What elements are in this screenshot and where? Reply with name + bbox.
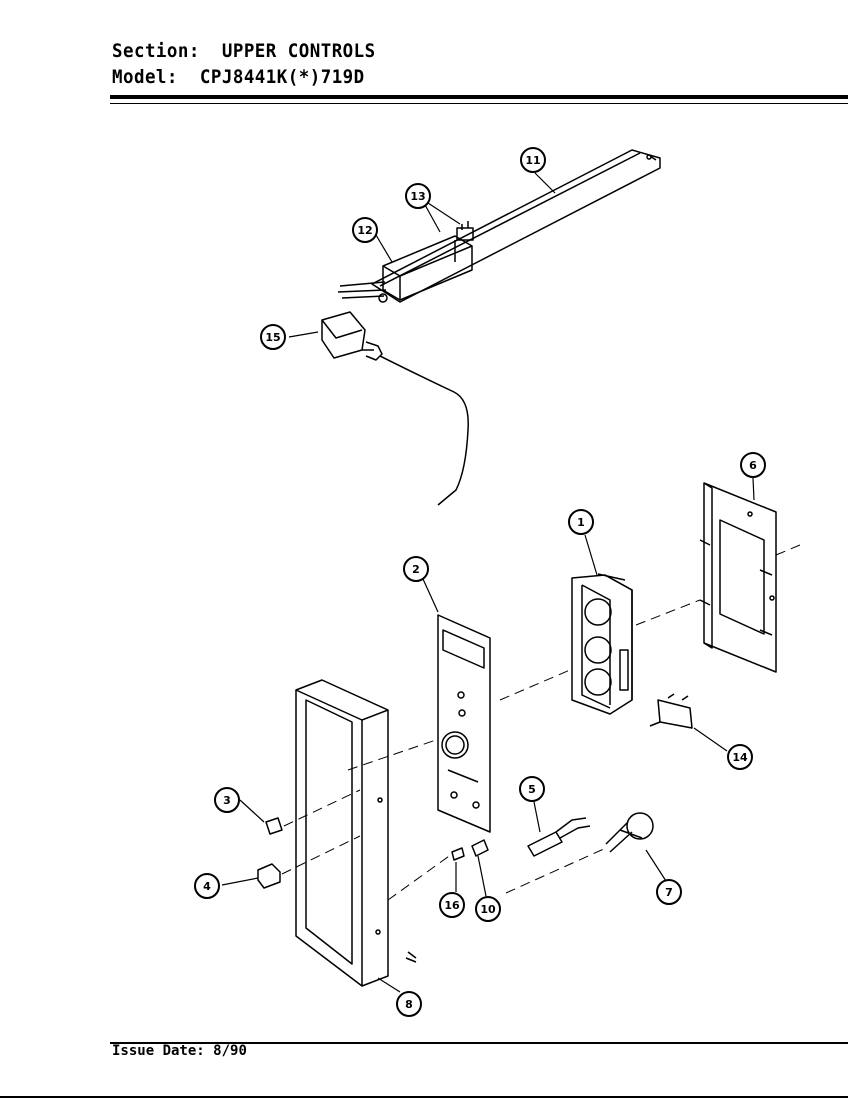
callout-16: 16 — [439, 892, 465, 918]
svg-text:13: 13 — [410, 190, 425, 203]
part-6-bracket — [699, 482, 777, 673]
callout-14: 14 — [727, 744, 753, 770]
part-7-rotary — [605, 812, 654, 853]
screw — [405, 951, 417, 963]
section-value: UPPER CONTROLS — [221, 40, 376, 62]
svg-text:15: 15 — [265, 331, 280, 344]
callouts: 11 13 12 15 6 1 2 14 3 5 4 7 16 10 8 — [194, 147, 766, 1017]
callout-7: 7 — [656, 879, 682, 905]
header-rule-thin — [110, 103, 848, 104]
svg-text:14: 14 — [732, 751, 748, 764]
callout-10: 10 — [475, 896, 501, 922]
callout-3: 3 — [214, 787, 240, 813]
callout-6: 6 — [740, 452, 766, 478]
section-row: Section: UPPER CONTROLS — [112, 38, 376, 64]
model-label: Model: — [112, 66, 178, 88]
callout-12: 12 — [352, 217, 378, 243]
callout-11: 11 — [520, 147, 546, 173]
svg-text:8: 8 — [405, 998, 413, 1011]
svg-text:4: 4 — [203, 880, 211, 893]
alignment-lines — [281, 544, 801, 901]
svg-text:7: 7 — [665, 886, 673, 899]
callout-13: 13 — [405, 183, 431, 209]
header-rule-thick — [110, 95, 848, 99]
issue-date: Issue Date: 8/90 — [112, 1043, 247, 1059]
part-14-switch — [649, 693, 693, 729]
issue-label: Issue Date: — [112, 1043, 205, 1059]
svg-text:11: 11 — [525, 154, 540, 167]
svg-text:3: 3 — [223, 794, 231, 807]
part-5-lamp — [527, 817, 591, 857]
part-1-housing — [571, 573, 633, 715]
part-11-rail — [371, 149, 661, 303]
svg-text:12: 12 — [357, 224, 372, 237]
part-8-frame — [295, 679, 389, 987]
part-10-knob — [471, 839, 489, 857]
page-header: Section: UPPER CONTROLS Model: CPJ8441K(… — [112, 38, 399, 90]
callout-1: 1 — [568, 509, 594, 535]
svg-text:16: 16 — [444, 899, 460, 912]
svg-text:1: 1 — [577, 516, 585, 529]
svg-text:10: 10 — [480, 903, 496, 916]
part-4-light — [257, 863, 281, 889]
svg-text:2: 2 — [412, 563, 420, 576]
callout-8: 8 — [396, 991, 422, 1017]
part-3-knob — [265, 817, 283, 835]
svg-text:5: 5 — [528, 783, 536, 796]
callout-4: 4 — [194, 873, 220, 899]
issue-value: 8/90 — [213, 1043, 247, 1059]
leader-lines — [221, 172, 755, 993]
model-value: CPJ8441K(*)719D — [199, 66, 365, 88]
part-15-connector — [321, 311, 469, 506]
part-12-switch — [337, 221, 474, 303]
svg-text:6: 6 — [749, 459, 757, 472]
model-row: Model: CPJ8441K(*)719D — [112, 64, 376, 90]
callout-5: 5 — [519, 776, 545, 802]
footer-rule — [110, 1042, 848, 1044]
callout-15: 15 — [260, 324, 286, 350]
part-2-panel — [437, 614, 491, 833]
page-bottom-rule — [0, 1096, 848, 1098]
section-label: Section: — [112, 40, 200, 62]
part-16-spring — [451, 847, 465, 861]
callout-2: 2 — [403, 556, 429, 582]
